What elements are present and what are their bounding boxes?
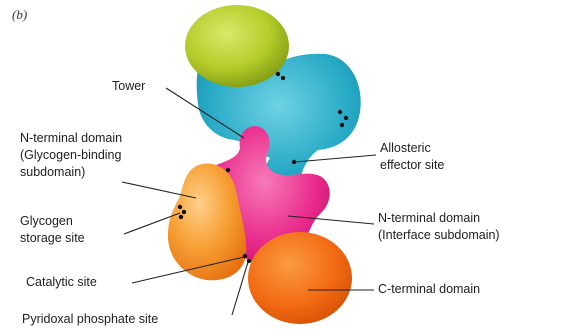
label-n-terminal-glycogen-3: subdomain) [20,164,85,181]
label-glycogen-storage-2: storage site [20,230,85,247]
cyan-site-dot [338,110,342,114]
magenta-site-dot [226,168,230,172]
label-catalytic-site: Catalytic site [26,274,97,291]
label-n-terminal-interface-2: (Interface subdomain) [378,227,500,244]
label-allosteric-2: effector site [380,157,444,174]
label-tower: Tower [112,78,145,95]
label-n-terminal-glycogen-2: (Glycogen-binding [20,147,121,164]
yellow-green-domain [185,5,289,87]
glycogen-storage-dot [182,210,186,214]
glycogen-storage-dot [178,205,182,209]
yellow-site-dot [281,76,285,80]
panel-label: (b) [12,7,27,23]
glycogen-storage-dot [179,215,183,219]
c-terminal-domain [248,232,352,324]
cyan-site-dot [340,123,344,127]
label-glycogen-storage-1: Glycogen [20,213,73,230]
label-n-terminal-interface-1: N-terminal domain [378,210,480,227]
cyan-site-dot [344,116,348,120]
label-n-terminal-glycogen-1: N-terminal domain [20,130,122,147]
label-pyridoxal-site: Pyridoxal phosphate site [22,311,158,328]
yellow-site-dot [276,72,280,76]
label-allosteric-1: Allosteric [380,140,431,157]
label-c-terminal: C-terminal domain [378,281,480,298]
